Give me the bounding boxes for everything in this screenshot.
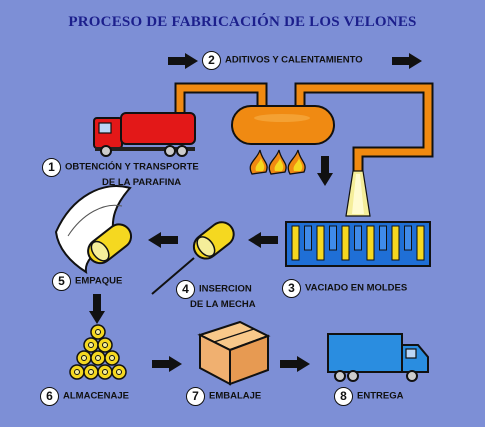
- arrow-wick-to-packaging: [148, 232, 178, 248]
- molds-icon: [285, 221, 431, 267]
- arrow-tank-to-molds: [317, 156, 333, 186]
- arrow-packaging-to-storage: [89, 294, 105, 324]
- step-7-badge: 7: [186, 387, 205, 406]
- pipe-system: [174, 82, 434, 172]
- arrow-storage-to-boxing: [152, 356, 182, 372]
- mold-slot: [391, 225, 400, 261]
- candle-core: [95, 355, 101, 361]
- candle-core: [109, 355, 115, 361]
- candle-core: [88, 342, 94, 348]
- step-4-line2: DE LA MECHA: [190, 299, 256, 310]
- page-title: PROCESO DE FABRICACIÓN DE LOS VELONES: [68, 14, 417, 30]
- step-4-badge: 4: [176, 280, 195, 299]
- mold-slot: [329, 225, 337, 251]
- step-2-badge: 2: [202, 51, 221, 70]
- arrow-into-additives: [168, 53, 198, 69]
- stacked-candles-icon: [69, 324, 127, 380]
- tanker-truck: [93, 112, 196, 157]
- arrow-out-of-additives: [392, 53, 422, 69]
- mold-slot: [304, 225, 312, 251]
- mold-slot: [379, 225, 387, 251]
- mold-slot: [316, 225, 325, 261]
- mold-slot: [341, 225, 350, 261]
- step-6-badge: 6: [40, 387, 59, 406]
- candle-core: [102, 342, 108, 348]
- box-icon: [197, 320, 271, 386]
- candle-core: [81, 355, 87, 361]
- flow-arrows: [89, 53, 422, 372]
- mold-slot: [404, 225, 412, 251]
- candle-core: [102, 369, 108, 375]
- arrow-boxing-to-delivery: [280, 356, 310, 372]
- step-1-badge: 1: [42, 158, 61, 177]
- mold-slot: [416, 225, 425, 261]
- heating-tank: [231, 105, 335, 145]
- candle-wick-icon: [151, 221, 235, 295]
- mold-slot: [366, 225, 375, 261]
- step-1-line2: DE LA PARAFINA: [102, 177, 182, 188]
- step-8-badge: 8: [334, 387, 353, 406]
- flames-icon: [249, 149, 306, 175]
- delivery-truck-icon: [327, 333, 429, 382]
- candle-core: [88, 369, 94, 375]
- candle-core: [95, 329, 101, 335]
- step-3-badge: 3: [282, 279, 301, 298]
- pouring-wax: [345, 170, 371, 217]
- candle-core: [74, 369, 80, 375]
- step-5-badge: 5: [52, 272, 71, 291]
- packaging-icon: [54, 184, 133, 274]
- arrow-molds-to-wick: [248, 232, 278, 248]
- mold-slot: [354, 225, 362, 251]
- mold-slot: [291, 225, 300, 261]
- candle-core: [116, 369, 122, 375]
